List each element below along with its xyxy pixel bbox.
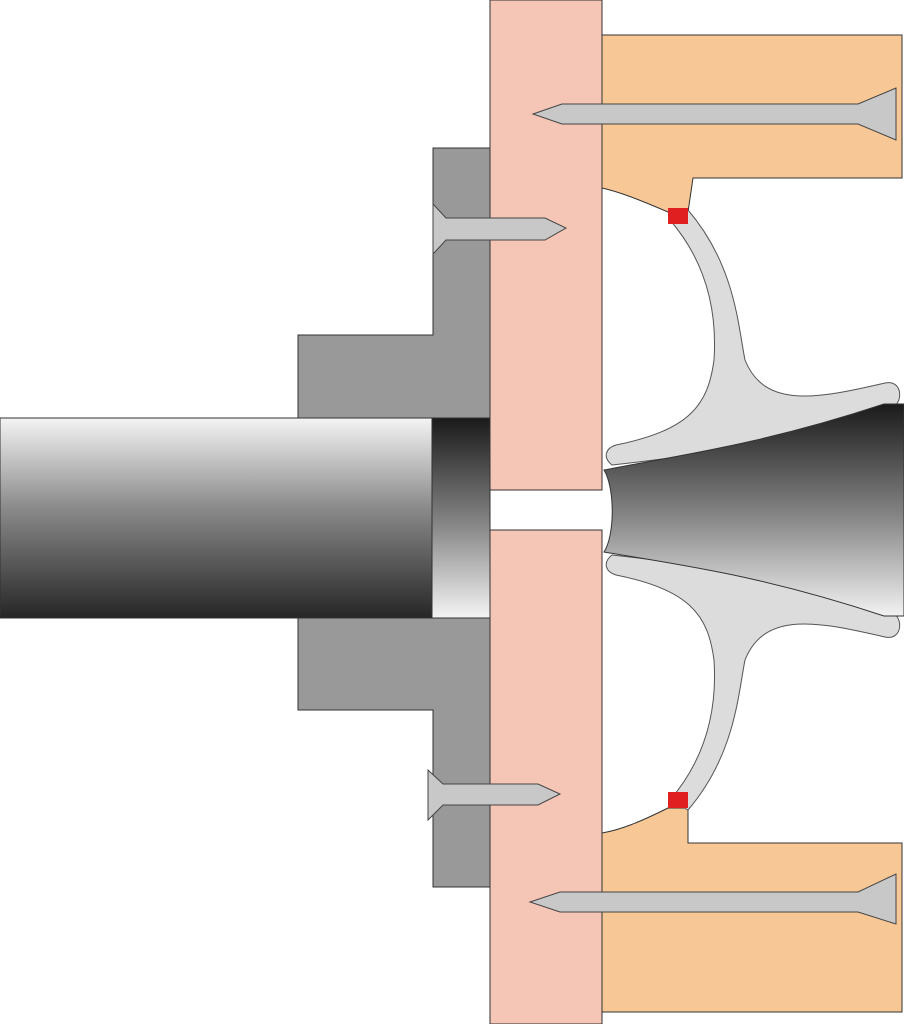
lower-short-nail [427, 768, 562, 822]
bottom-contact-marker [668, 792, 688, 808]
bell-fitting [603, 403, 904, 617]
shaft-end-cap [431, 417, 491, 619]
center-plate-upper [489, 0, 603, 491]
center-plate-lower [489, 529, 603, 1024]
top-contact-marker [668, 208, 688, 224]
top-nail [531, 87, 897, 141]
bottom-nail [528, 873, 897, 925]
upper-short-nail [432, 202, 568, 256]
shaft [0, 417, 433, 619]
